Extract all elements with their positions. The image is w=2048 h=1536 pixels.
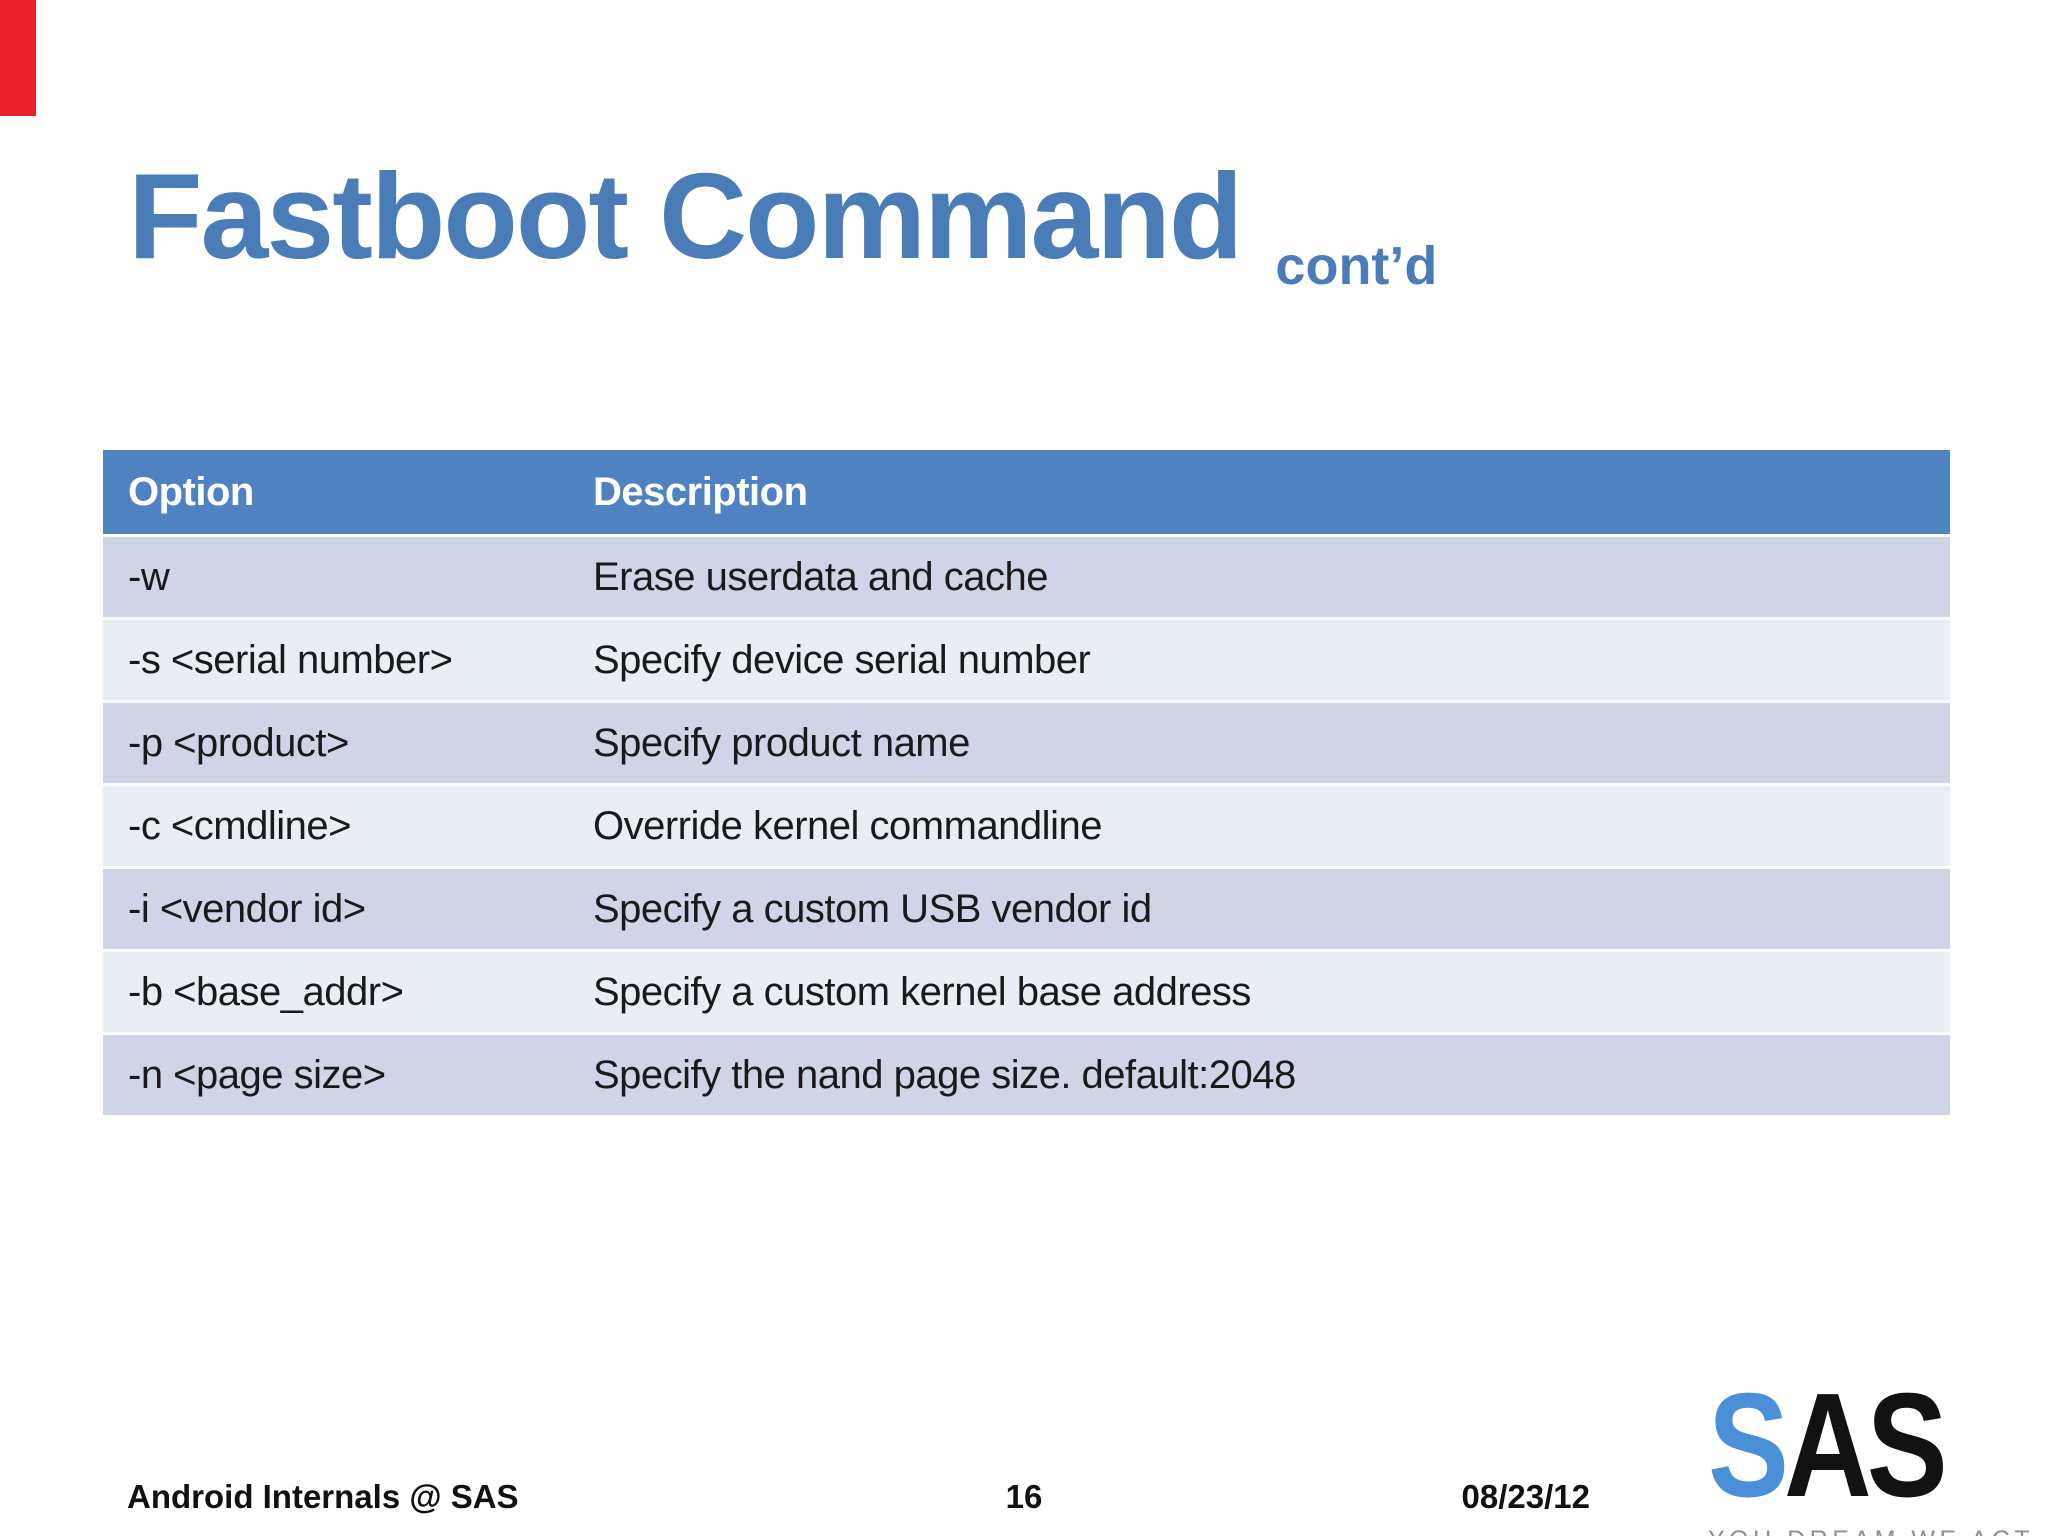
logo-tagline: YOU DREAM WE ACT bbox=[1708, 1528, 2030, 1536]
option-cell: -s <serial number> bbox=[128, 637, 453, 682]
description-cell: Specify device serial number bbox=[593, 637, 1091, 682]
table-row: -c <cmdline> Override kernel commandline bbox=[103, 783, 1950, 866]
description-cell: Specify the nand page size. default:2048 bbox=[593, 1052, 1296, 1097]
description-cell: Erase userdata and cache bbox=[593, 554, 1048, 599]
table-row: -n <page size> Specify the nand page siz… bbox=[103, 1032, 1950, 1115]
description-cell: Specify a custom USB vendor id bbox=[593, 886, 1152, 931]
option-cell: -c <cmdline> bbox=[128, 803, 351, 848]
page-title: Fastboot Command bbox=[128, 148, 1243, 284]
footer-date: 08/23/12 bbox=[1461, 1478, 1590, 1515]
description-cell: Specify a custom kernel base address bbox=[593, 969, 1251, 1014]
description-cell: Override kernel commandline bbox=[593, 803, 1102, 848]
logo-letters-as: AS bbox=[1784, 1363, 1948, 1528]
option-cell: -n <page size> bbox=[128, 1052, 386, 1097]
options-table: Option Description -w Erase userdata and… bbox=[103, 450, 1950, 1115]
footer-text: Android Internals @ SAS bbox=[127, 1478, 519, 1515]
description-cell: Specify product name bbox=[593, 720, 970, 765]
sas-logo: SAS YOU DREAM WE ACT bbox=[1708, 1372, 2030, 1536]
title-block: Fastboot Command cont’d bbox=[128, 148, 1437, 293]
option-cell: -p <product> bbox=[128, 720, 349, 765]
option-cell: -b <base_addr> bbox=[128, 969, 404, 1014]
red-accent-bar bbox=[0, 0, 36, 116]
option-cell: -i <vendor id> bbox=[128, 886, 366, 931]
table-header-description: Description bbox=[593, 469, 808, 514]
table-row: -i <vendor id> Specify a custom USB vend… bbox=[103, 866, 1950, 949]
table-header-row: Option Description bbox=[103, 450, 1950, 534]
table-header-option: Option bbox=[128, 469, 254, 514]
page-title-suffix: cont’d bbox=[1275, 236, 1438, 296]
table-row: -w Erase userdata and cache bbox=[103, 534, 1950, 617]
table-row: -s <serial number> Specify device serial… bbox=[103, 617, 1950, 700]
table-row: -p <product> Specify product name bbox=[103, 700, 1950, 783]
table-row: -b <base_addr> Specify a custom kernel b… bbox=[103, 949, 1950, 1032]
option-cell: -w bbox=[128, 554, 170, 599]
logo-letter-s: S bbox=[1708, 1363, 1789, 1528]
sas-logo-text: SAS bbox=[1708, 1372, 1948, 1520]
